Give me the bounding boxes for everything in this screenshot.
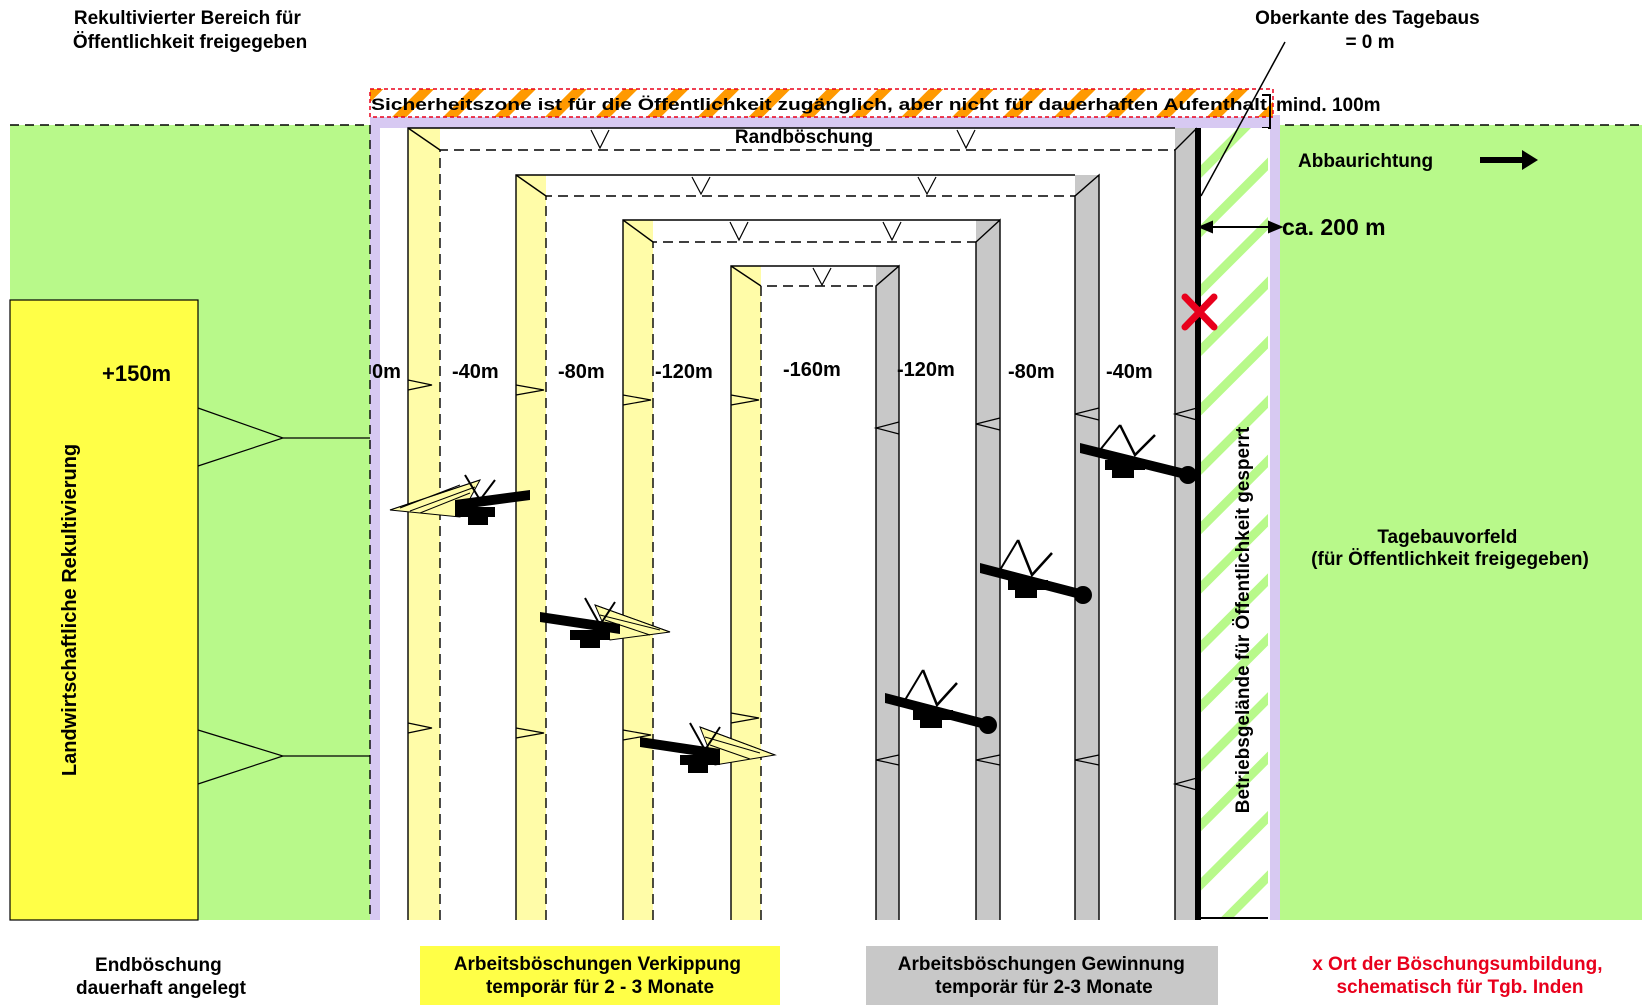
end-slope-area: [9, 299, 199, 921]
legend-dumping-swatch: [420, 946, 780, 1005]
level-label: -160m: [783, 359, 841, 381]
restricted-area-label: Betriebsgelände für Öffentlichkeit gespe…: [1233, 426, 1254, 813]
distance-200-label: ca. 200 m: [1282, 214, 1386, 240]
excavator-icon: [540, 597, 671, 648]
dumping-slope: [731, 266, 761, 920]
distance-200-arrow: [1197, 220, 1284, 234]
top-left-note: Rekultivierter Bereich für Öffentlichkei…: [73, 8, 307, 53]
legend-reshaping: x Ort der Böschungsumbildung, schematisc…: [1312, 954, 1608, 998]
slope-outlines: [369, 125, 1198, 920]
excavator-icon: [389, 474, 530, 525]
agri-recultivation-label: Landwirtschaftliche Rekultivierung: [59, 444, 81, 776]
legend-extraction-swatch: [866, 946, 1218, 1005]
mining-direction-label: Abbaurichtung: [1298, 151, 1433, 172]
level-label: -120m: [897, 359, 955, 381]
pit-interior: [380, 128, 1270, 920]
forefield-area: [1280, 125, 1642, 920]
safety-zone-text: Sicherheitszone ist für die Öffentlichke…: [371, 95, 1268, 114]
end-slope-connectors: [197, 407, 370, 785]
top-edge-pointer: [1200, 41, 1286, 197]
level-label: -80m: [1008, 361, 1055, 383]
plus-150-label: +150m: [102, 361, 171, 386]
slope-markers: [407, 129, 1198, 791]
min-distance-label: mind. 100m: [1276, 95, 1381, 116]
legend-dumping: Arbeitsböschungen Verkippung temporär fü…: [454, 954, 746, 998]
level-label: -40m: [452, 361, 499, 383]
level-label: 0m: [372, 361, 401, 383]
safety-zone-band: [370, 89, 1273, 117]
level-label: -120m: [655, 361, 713, 383]
excavator-icon: [980, 539, 1092, 604]
dumping-slope: [408, 128, 440, 920]
restricted-area: [1198, 128, 1268, 918]
legend-end-slope: Endböschung dauerhaft angelegt: [76, 955, 247, 999]
level-label: -80m: [558, 361, 605, 383]
dumping-slope: [623, 220, 653, 920]
forefield-label: Tagebauvorfeld (für Öffentlichkeit freig…: [1311, 527, 1589, 570]
direction-arrow-icon: [1480, 150, 1538, 170]
top-right-note: Oberkante des Tagebaus = 0 m: [1255, 8, 1485, 53]
extraction-slope: [876, 266, 899, 920]
excavator-icon: [640, 722, 777, 773]
extraction-slope: [1175, 128, 1197, 920]
legend-extraction: Arbeitsböschungen Gewinnung temporär für…: [898, 954, 1190, 998]
extraction-slope: [1075, 175, 1099, 920]
level-label: -40m: [1106, 361, 1153, 383]
excavator-icon: [885, 669, 997, 734]
rim-slope-label: Randböschung: [735, 127, 873, 148]
dumping-slope: [516, 175, 546, 920]
excavator-icon: [1080, 424, 1197, 484]
reshaping-location-marker: [1181, 293, 1218, 331]
